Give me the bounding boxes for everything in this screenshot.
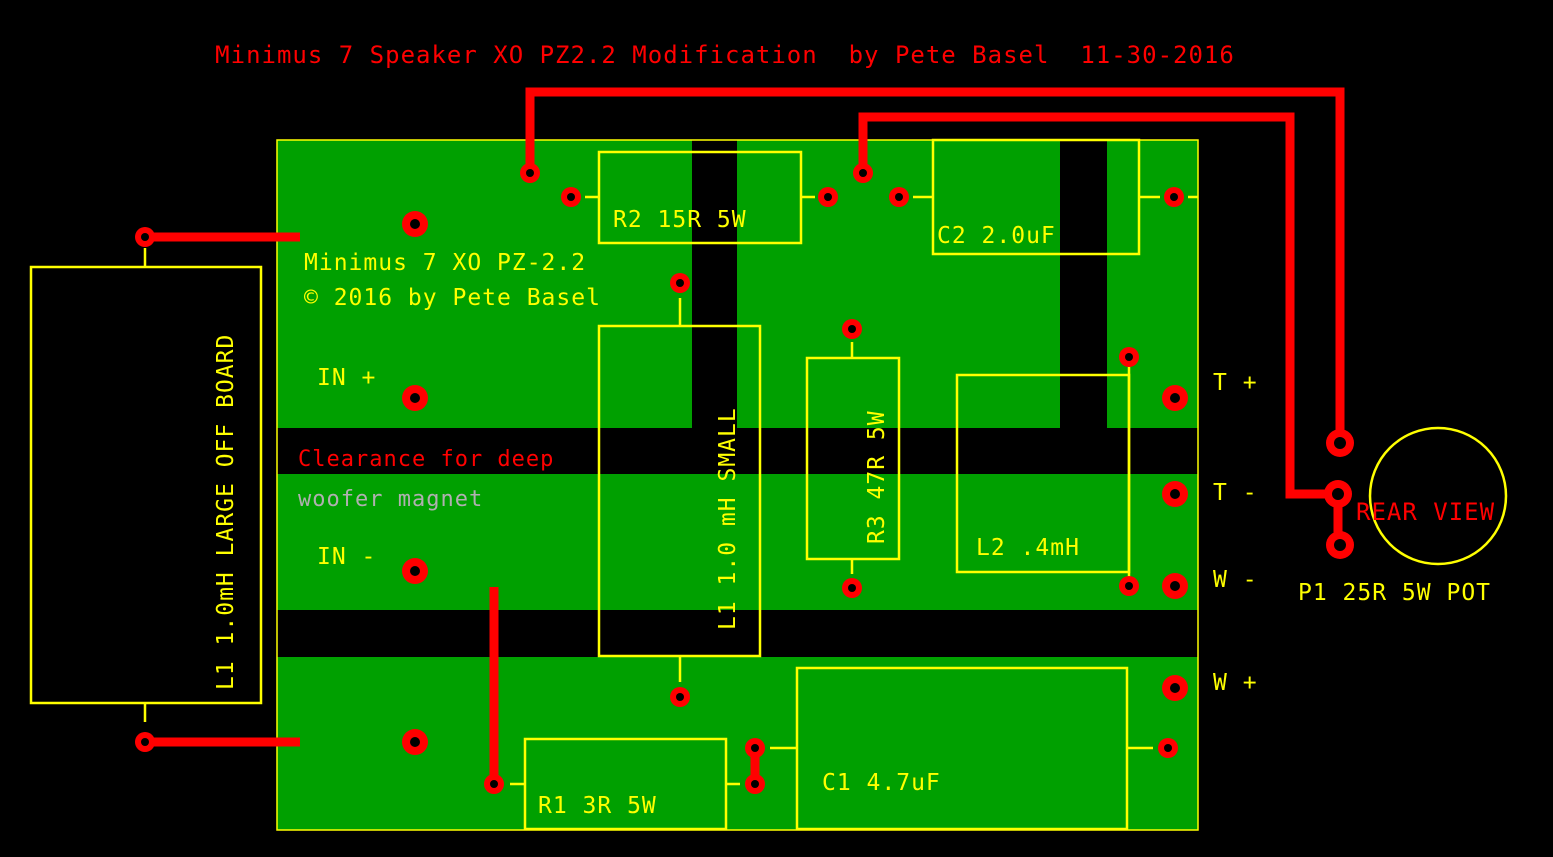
board-label-line1: Minimus 7 XO PZ-2.2	[304, 250, 586, 276]
labels: Minimus 7 Speaker XO PZ2.2 Modification …	[213, 41, 1495, 819]
diagram-title: Minimus 7 Speaker XO PZ2.2 Modification …	[215, 41, 1235, 69]
board-copper-pour	[276, 139, 1199, 831]
in-plus-label: IN +	[317, 365, 376, 391]
trace-r2-to-pot-top	[525, 87, 1345, 443]
copper-traces	[145, 87, 1345, 784]
pads	[135, 163, 1354, 794]
silkscreen-outlines	[29, 138, 1508, 831]
l2-label: L2 .4mH	[976, 535, 1080, 561]
w-minus-label: W -	[1213, 567, 1258, 593]
t-plus-label: T +	[1213, 370, 1258, 396]
l1-small-label: L1 1.0 mH SMALL	[715, 407, 741, 630]
board-zone-top	[277, 140, 1198, 428]
p1-pot-body-outline	[1368, 426, 1508, 566]
r3-label: R3 47R 5W	[864, 410, 890, 544]
board-zone-bottom	[277, 657, 1198, 830]
board-zone-middle	[277, 474, 1198, 610]
p1-label: P1 25R 5W POT	[1298, 580, 1491, 606]
trace-c2-to-pot-wiper	[858, 112, 1338, 499]
board-outline	[276, 139, 1199, 831]
rear-view-label: REAR VIEW	[1356, 498, 1495, 526]
in-minus-label: IN -	[317, 544, 376, 570]
t-minus-label: T -	[1213, 480, 1258, 506]
clearance-note-line2: woofer magnet	[298, 487, 483, 512]
c1-label: C1 4.7uF	[822, 770, 941, 796]
r2-label: R2 15R 5W	[613, 207, 747, 233]
c2-label: C2 2.0uF	[937, 223, 1056, 249]
clearance-note-line1: Clearance for deep	[298, 447, 554, 472]
board-label-line2: © 2016 by Pete Basel	[304, 285, 601, 311]
w-plus-label: W +	[1213, 670, 1258, 696]
r1-label: R1 3R 5W	[538, 793, 657, 819]
l1-large-label: L1 1.0mH LARGE OFF BOARD	[213, 334, 239, 690]
